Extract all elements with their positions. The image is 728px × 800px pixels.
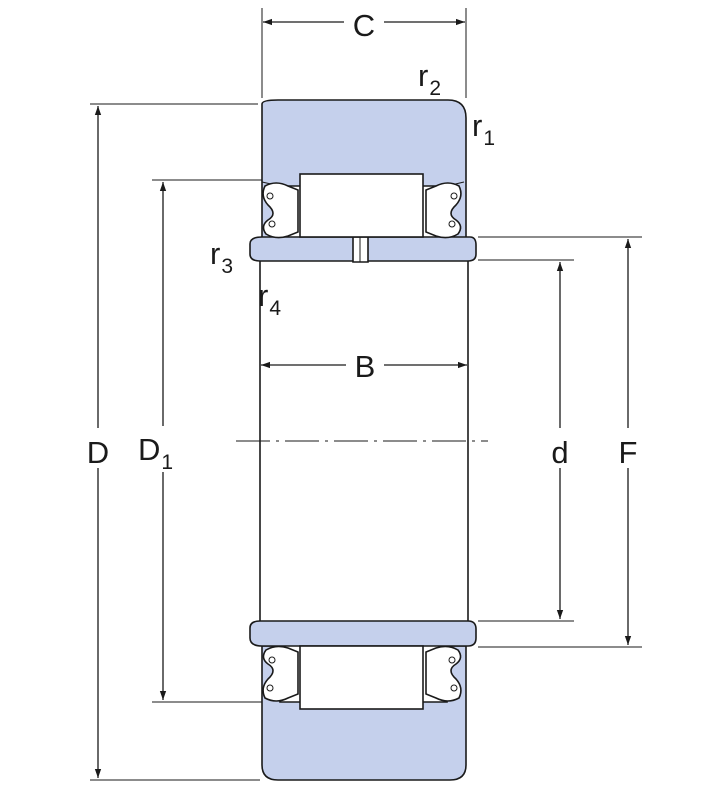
label-c: C [353, 8, 375, 43]
roller-bottom [299, 645, 424, 710]
label-r2: r2 [418, 58, 441, 100]
roller-top [299, 173, 424, 238]
label-r4: r4 [258, 278, 281, 320]
label-r3: r3 [210, 236, 233, 278]
seal-bottom-left [262, 645, 299, 702]
label-r1: r1 [472, 108, 495, 150]
label-d-bore: d [551, 435, 568, 470]
bearing-inner-flange-bottom [249, 620, 477, 647]
label-d1: D1 [138, 432, 173, 474]
bearing-inner-flange-top [249, 236, 477, 263]
seal-top-right [425, 182, 462, 239]
seal-bottom-right [425, 645, 462, 702]
extension-lines [90, 8, 642, 781]
label-f: F [619, 435, 638, 470]
label-d-outer: D [87, 435, 109, 470]
seal-top-left [262, 182, 299, 239]
label-b: B [355, 349, 376, 384]
